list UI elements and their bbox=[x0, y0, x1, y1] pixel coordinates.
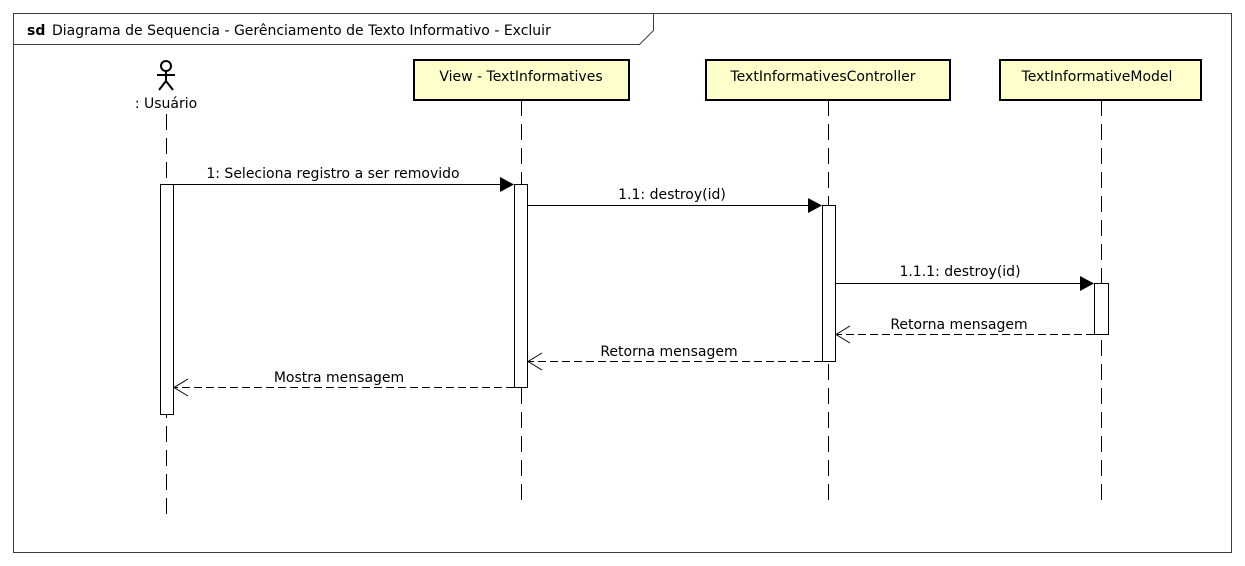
message-show-label: Mostra mensagem bbox=[274, 370, 404, 386]
activation-actor bbox=[160, 184, 174, 415]
actor-leg-right bbox=[165, 80, 174, 91]
activation-controller bbox=[822, 205, 836, 362]
activation-view bbox=[514, 184, 528, 388]
frame-title-tab bbox=[13, 13, 654, 45]
actor-usuario: : Usuário bbox=[135, 60, 197, 112]
message-return-controller: Retorna mensagem bbox=[527, 344, 822, 371]
lifeline-label-controller: TextInformativesController bbox=[730, 69, 916, 85]
actor-label: : Usuário bbox=[135, 96, 197, 112]
message-return-controller-label: Retorna mensagem bbox=[600, 344, 737, 360]
frame-title: Diagrama de Sequencia - Gerênciamento de… bbox=[52, 23, 551, 39]
message-return-model-arrowhead bbox=[835, 325, 851, 344]
message-1: 1: Seleciona registro a ser removido bbox=[174, 166, 514, 192]
activation-model bbox=[1094, 283, 1109, 335]
message-return-model: Retorna mensagem bbox=[835, 317, 1094, 344]
lifeline-label-model: TextInformativeModel bbox=[1021, 69, 1173, 85]
message-1-1-1: 1.1.1: destroy(id) bbox=[836, 264, 1094, 291]
actor-leg-left bbox=[158, 80, 167, 91]
message-1-arrowhead bbox=[500, 177, 514, 192]
lifeline-box-controller bbox=[705, 59, 951, 101]
lifeline-box-model bbox=[999, 59, 1202, 101]
message-1-1-1-label: 1.1.1: destroy(id) bbox=[899, 264, 1020, 280]
lifeline-label-view: View - TextInformatives bbox=[439, 69, 602, 85]
message-1-1-arrowhead bbox=[808, 198, 822, 213]
message-1-1: 1.1: destroy(id) bbox=[528, 187, 822, 213]
frame-kind: sd bbox=[27, 23, 45, 39]
message-return-model-label: Retorna mensagem bbox=[890, 317, 1027, 333]
message-1-1-1-arrowhead bbox=[1080, 276, 1094, 291]
message-return-controller-arrowhead bbox=[527, 352, 543, 371]
message-1-1-label: 1.1: destroy(id) bbox=[618, 187, 726, 203]
message-show-arrowhead bbox=[173, 378, 189, 397]
message-1-label: 1: Seleciona registro a ser removido bbox=[206, 166, 459, 182]
message-show: Mostra mensagem bbox=[173, 370, 514, 397]
